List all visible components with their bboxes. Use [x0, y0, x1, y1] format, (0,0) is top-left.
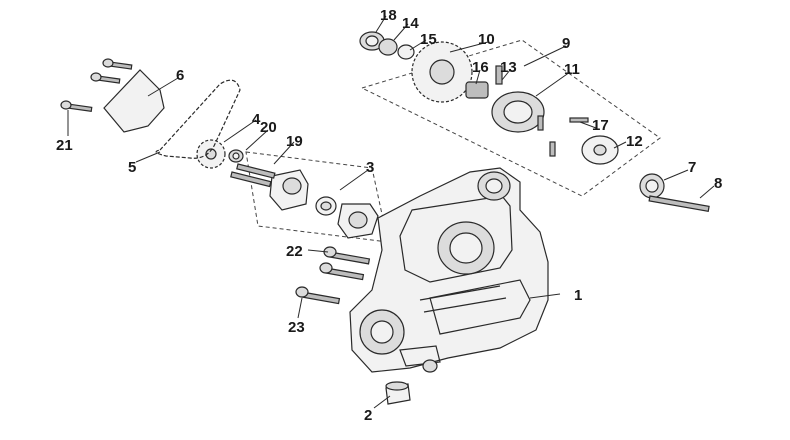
- guide-bolts: [60, 58, 133, 112]
- callout-6: 6: [176, 67, 184, 84]
- callout-19: 19: [286, 133, 303, 150]
- leader-lines: [67, 15, 715, 409]
- callout-22: 22: [286, 243, 303, 260]
- callout-18: 18: [380, 7, 397, 24]
- callout-10: 10: [478, 31, 495, 48]
- callout-20: 20: [260, 119, 277, 136]
- callout-7: 7: [688, 159, 696, 176]
- callout-4: 4: [252, 111, 261, 128]
- crankcase-cover: [349, 167, 549, 373]
- chain-guide-plate: [103, 69, 165, 133]
- callout-9: 9: [562, 35, 570, 52]
- callout-15: 15: [420, 31, 437, 48]
- callout-13: 13: [500, 59, 517, 76]
- callout-12: 12: [626, 133, 643, 150]
- pump-sprocket: [196, 139, 226, 169]
- bushing: [385, 381, 411, 405]
- idle-gear-and-shaft: [639, 173, 710, 213]
- callout-1: 1: [574, 287, 582, 304]
- callout-2: 2: [364, 407, 372, 424]
- callout-3: 3: [366, 159, 374, 176]
- drive-chain: [155, 79, 241, 159]
- callout-5: 5: [128, 159, 136, 176]
- starter-clutch-group-box: [360, 39, 661, 197]
- oil-pump-assembly: [269, 169, 379, 239]
- callout-8: 8: [714, 175, 722, 192]
- callout-23: 23: [288, 319, 305, 336]
- callout-14: 14: [402, 15, 419, 32]
- oil-pump-group-box: [245, 151, 389, 243]
- case-bolts: [295, 246, 371, 305]
- callout-17: 17: [592, 117, 609, 134]
- callout-21: 21: [56, 137, 73, 154]
- starter-plate: [581, 135, 619, 165]
- callout-11: 11: [564, 61, 580, 78]
- callout-16: 16: [472, 59, 489, 76]
- starter-gear-group: [359, 31, 589, 157]
- callout-labels: 1 2 3 4 5 6 7 8 9 10 11 12 13 14 15 16 1…: [56, 7, 722, 424]
- pump-bolts: [228, 149, 276, 188]
